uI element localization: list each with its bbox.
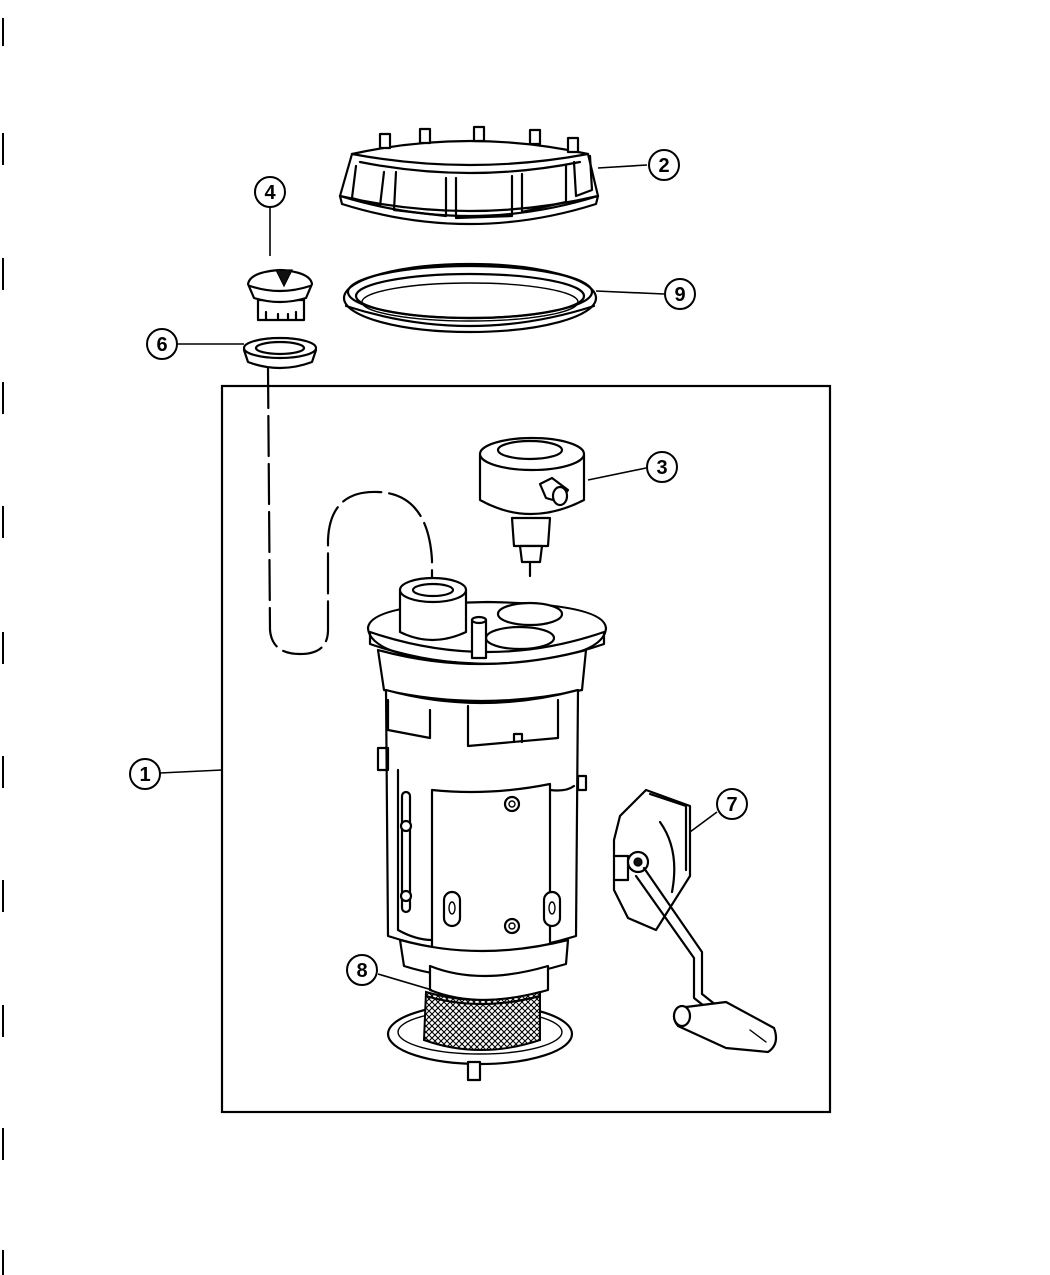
callout-4-label: 4 [264, 182, 276, 204]
callout-6: 6 [146, 328, 178, 360]
callout-7-label: 7 [726, 794, 737, 816]
fuel-line [266, 366, 434, 656]
assembly-frame [220, 384, 832, 1114]
callout-2: 2 [648, 149, 680, 181]
leader-lines [159, 164, 718, 991]
callout-3: 3 [646, 451, 678, 483]
callout-7: 7 [716, 788, 748, 820]
callout-9: 9 [664, 278, 696, 310]
callout-6-label: 6 [156, 334, 167, 356]
pressure-regulator-part [478, 436, 586, 578]
callout-3-label: 3 [656, 457, 667, 479]
callout-8-label: 8 [356, 960, 367, 982]
check-valve-part [246, 268, 314, 322]
fuel-pump-module-body [366, 576, 608, 1002]
callout-9-label: 9 [674, 284, 685, 306]
callout-1-label: 1 [139, 764, 150, 786]
callout-2-label: 2 [658, 155, 669, 177]
strainer-part [386, 990, 574, 1082]
callout-4: 4 [254, 176, 286, 208]
level-sender-part [612, 788, 778, 1054]
seal-ring-part [342, 262, 598, 334]
callout-8: 8 [346, 954, 378, 986]
grommet-part [242, 336, 318, 370]
callout-1: 1 [129, 758, 161, 790]
lock-ring-part [338, 125, 600, 226]
